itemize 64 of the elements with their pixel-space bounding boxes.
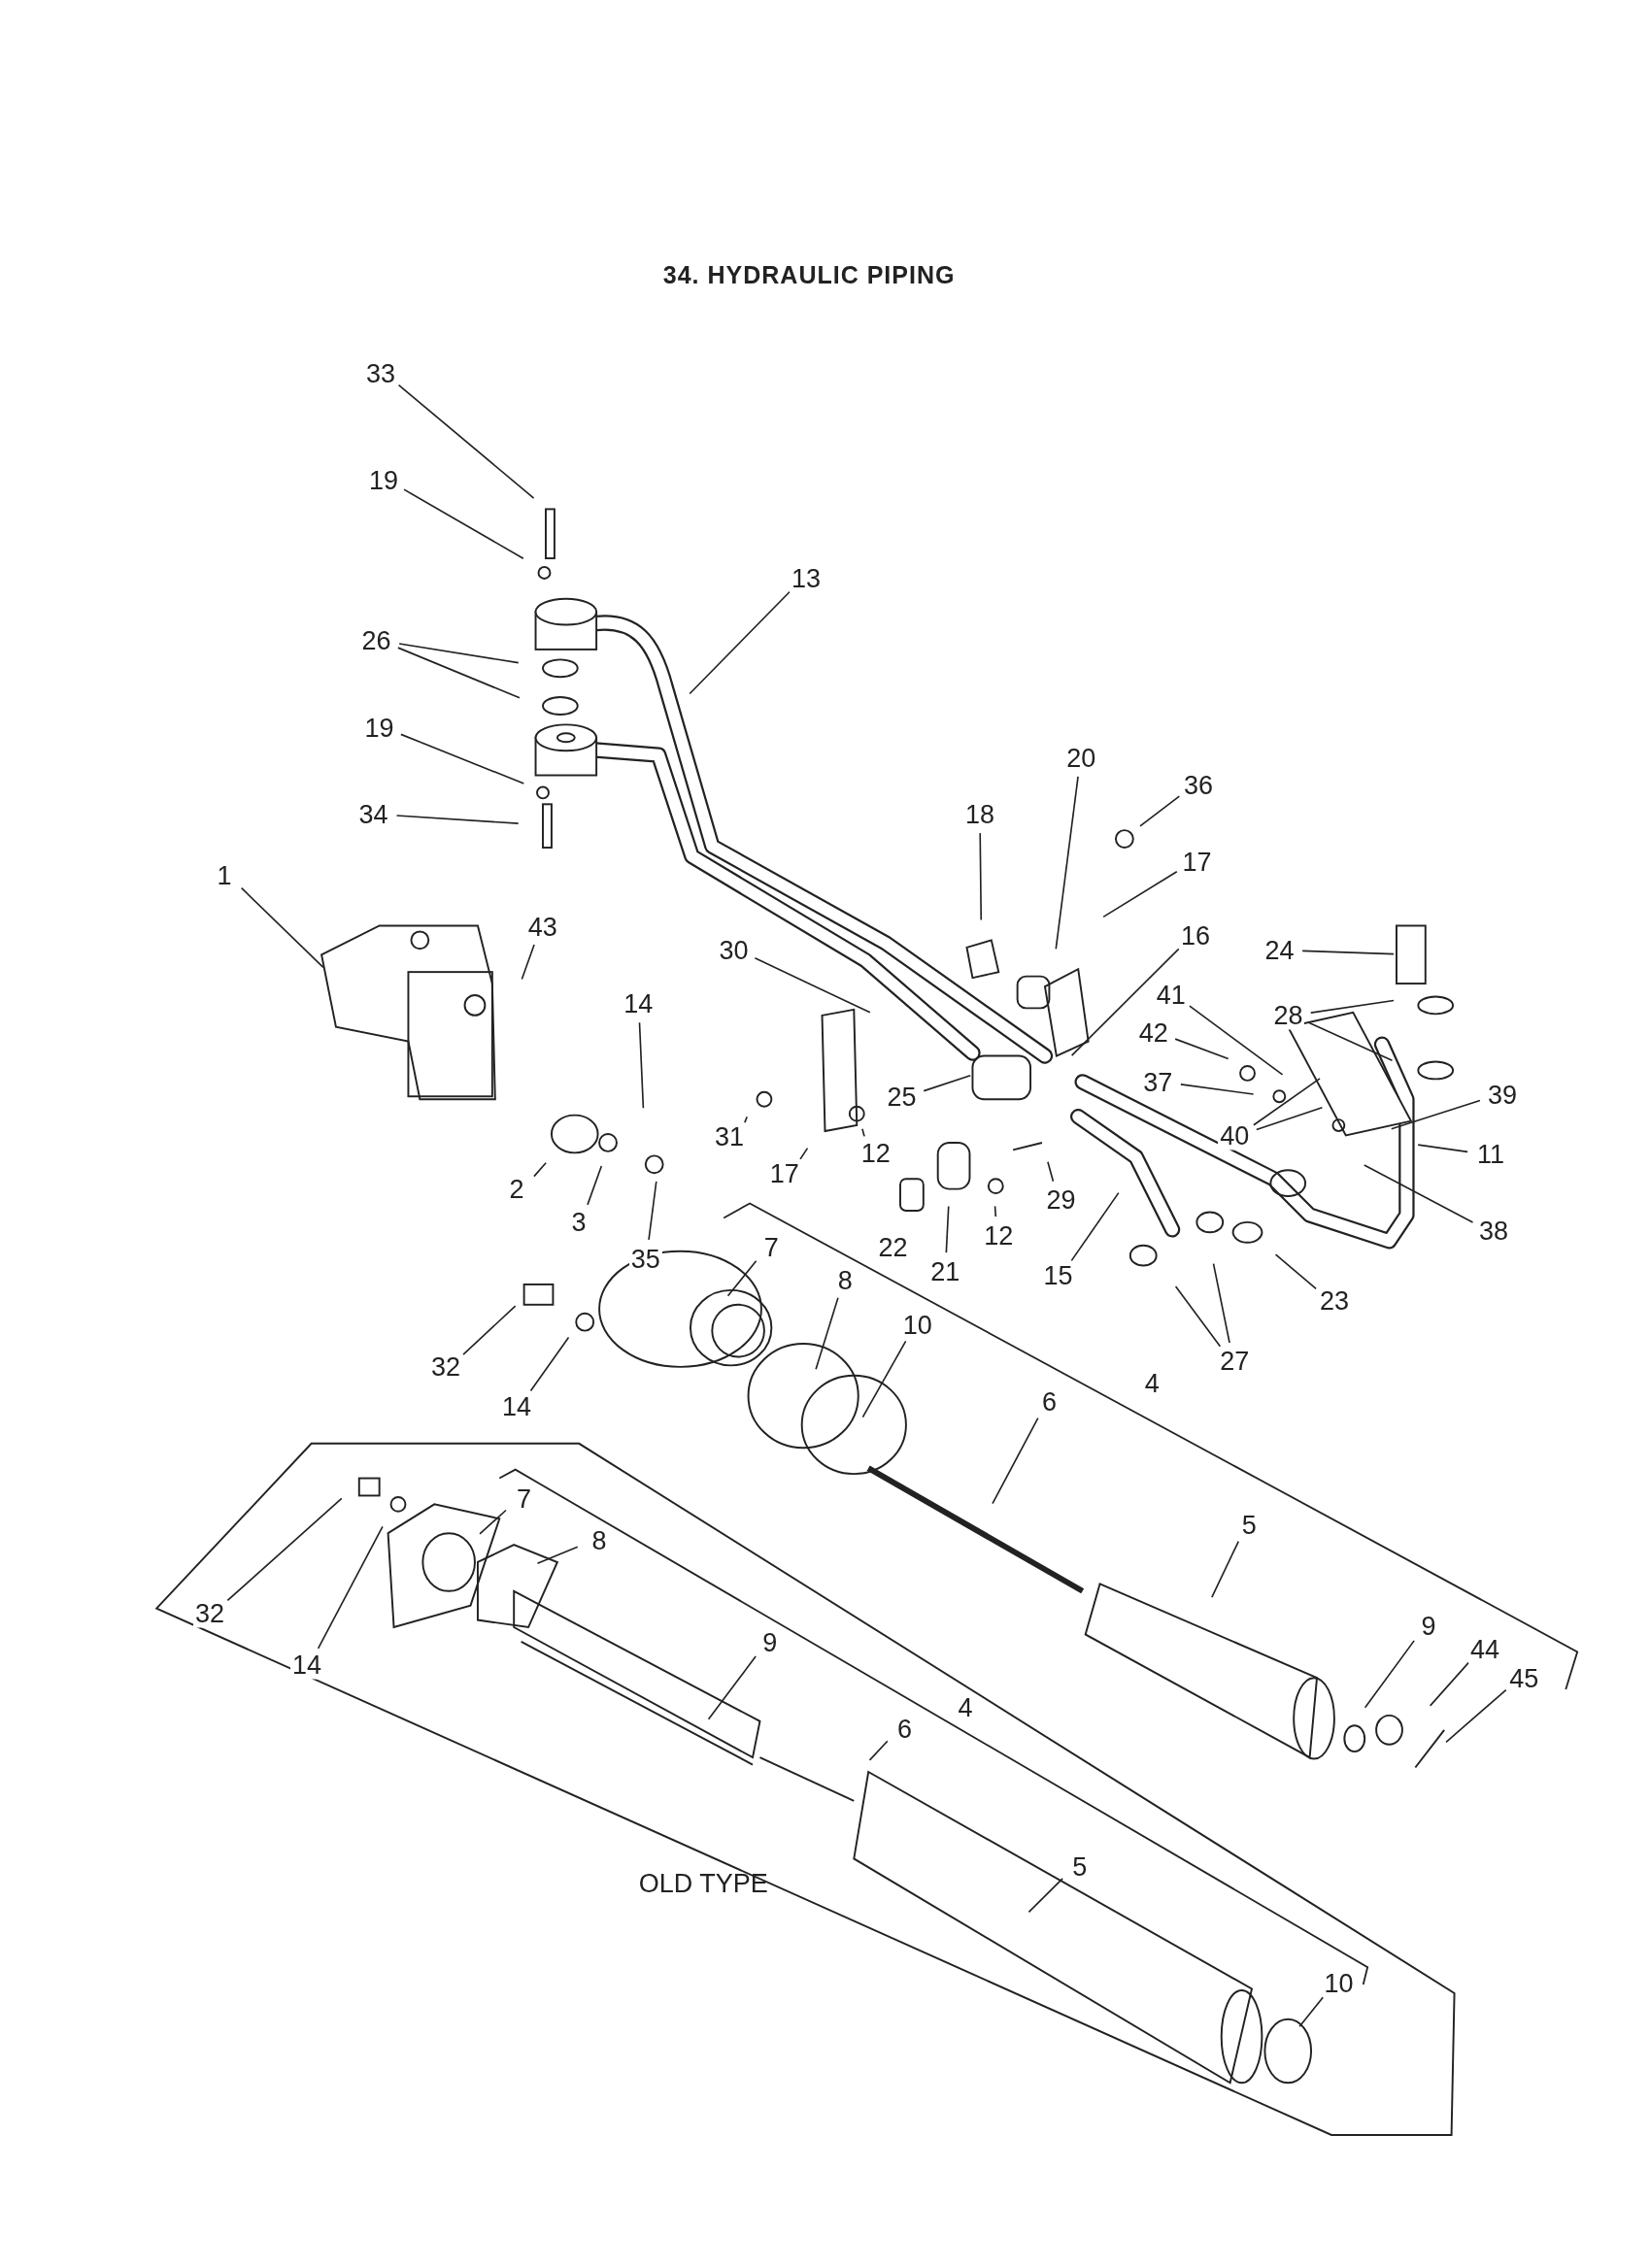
leader-line xyxy=(1253,1078,1321,1126)
leader-line xyxy=(1309,999,1395,1014)
leader-line xyxy=(861,1127,865,1138)
leader-line xyxy=(799,1147,809,1160)
leader-line xyxy=(1364,1640,1415,1709)
leader-line xyxy=(1255,1106,1324,1131)
leader-line xyxy=(398,643,520,664)
leader-line xyxy=(979,832,983,921)
leader-line xyxy=(587,1165,603,1206)
leader-line xyxy=(317,1525,384,1650)
leader-line xyxy=(923,1074,972,1092)
leader-line xyxy=(993,1205,997,1217)
leader-line xyxy=(754,957,871,1014)
leader-line xyxy=(945,1205,950,1253)
leader-line xyxy=(400,733,525,784)
leader-line xyxy=(1047,1160,1055,1183)
diagram-title: 34. HYDRAULIC PIPING xyxy=(662,262,956,287)
callout-number: 22 xyxy=(878,1234,908,1261)
leader-line xyxy=(1298,1996,1325,2028)
leader-line xyxy=(1390,1099,1481,1130)
leader-line xyxy=(744,1116,749,1124)
leader-line xyxy=(1174,1285,1222,1348)
leader-line xyxy=(1308,1021,1394,1062)
leader-line xyxy=(395,815,520,824)
callout-number: 4 xyxy=(958,1694,973,1721)
leader-line xyxy=(403,488,524,560)
leader-line xyxy=(638,1021,645,1109)
leader-line xyxy=(1429,1661,1470,1707)
leader-line xyxy=(707,1655,757,1720)
callout-number: 4 xyxy=(1144,1370,1160,1397)
leader-line xyxy=(726,1259,758,1297)
leader-line xyxy=(1139,795,1181,827)
leader-line xyxy=(1055,776,1079,951)
leader-line xyxy=(1417,1144,1468,1153)
leader-line xyxy=(533,1162,547,1178)
leader-line xyxy=(1189,1005,1284,1076)
leader-line xyxy=(1070,948,1180,1056)
leader-line xyxy=(992,1417,1039,1505)
leader-line xyxy=(1212,1262,1230,1344)
leader-line xyxy=(1211,1540,1240,1598)
leader-line xyxy=(1102,870,1178,918)
leader-line xyxy=(689,590,791,695)
leader-line xyxy=(648,1181,657,1241)
leader-line xyxy=(1301,950,1395,955)
leader-line xyxy=(521,944,535,981)
leader-line xyxy=(1027,1878,1063,1914)
leader-line xyxy=(226,1497,343,1602)
leader-line xyxy=(1174,1038,1229,1060)
leader-line xyxy=(397,384,535,499)
inset-caption: OLD TYPE xyxy=(638,1870,768,1897)
leader-line xyxy=(240,886,324,969)
leader-line xyxy=(1445,1688,1507,1744)
leader-line xyxy=(462,1305,517,1355)
leader-line xyxy=(1363,1164,1474,1223)
leader-line xyxy=(815,1296,839,1371)
leader-line xyxy=(1180,1084,1255,1095)
leader-line xyxy=(397,647,521,699)
leader-line xyxy=(1274,1253,1317,1290)
leader-line xyxy=(861,1340,907,1418)
leader-line xyxy=(868,1740,889,1761)
leader-line xyxy=(536,1546,579,1564)
leader-line xyxy=(1070,1191,1120,1262)
leader-line xyxy=(479,1509,507,1535)
leader-line xyxy=(529,1336,570,1392)
